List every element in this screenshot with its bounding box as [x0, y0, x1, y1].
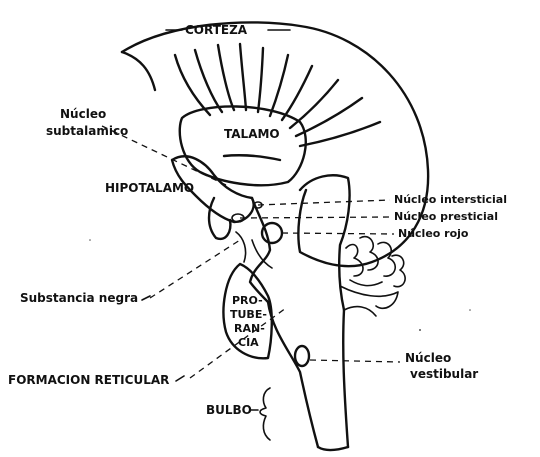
nucleo-vestibular-label-line1: Núcleo	[405, 351, 451, 365]
substancia-negra-label: Substancia negra	[20, 291, 138, 305]
formacion-reticular-label: FORMACION RETICULAR	[8, 373, 169, 387]
formacion-pointer	[176, 376, 184, 381]
nucleo-subtalamico-label-line2: subtalamico	[46, 124, 128, 138]
talamo-label: TALAMO	[224, 127, 280, 141]
vestibular-nucleus-shape	[295, 346, 309, 366]
bulbo-label: BULBO	[206, 403, 252, 417]
spinal-cord-front	[318, 447, 348, 450]
medulla-front	[268, 302, 318, 447]
nucleo-vestibular-label-line2: vestibular	[410, 367, 478, 381]
nucleo-rojo-label: Núcleo rojo	[398, 227, 469, 240]
thalamus-floor	[224, 155, 280, 160]
bulbo-brace	[260, 388, 270, 440]
brainstem-posterior	[300, 175, 350, 310]
protuberancia-label-line3: RAN-	[234, 322, 265, 335]
cortex-outline	[122, 22, 428, 266]
nucleo-intersticial-label: Núcleo intersticial	[394, 193, 507, 206]
brainstem-anterior	[250, 198, 270, 302]
hipotalamo-label: HIPOTALAMO	[105, 181, 194, 195]
cortex-inner-edge	[122, 52, 155, 90]
substancia-pointer	[142, 296, 150, 300]
corteza-label: CORTEZA	[185, 23, 248, 37]
print-specks	[89, 239, 471, 331]
nucleo-subtalamico-label-line1: Núcleo	[60, 107, 106, 121]
nucleo-presticial-label: Núcleo presticial	[394, 210, 498, 223]
protuberancia-label-line2: TUBE-	[230, 308, 267, 321]
protuberancia-label-line4: CIA	[238, 336, 259, 349]
medulla-back	[343, 310, 348, 447]
thalamus-outline	[180, 106, 306, 185]
protuberancia-label-line1: PRO-	[232, 294, 263, 307]
substantia-nigra-shape	[236, 232, 246, 262]
